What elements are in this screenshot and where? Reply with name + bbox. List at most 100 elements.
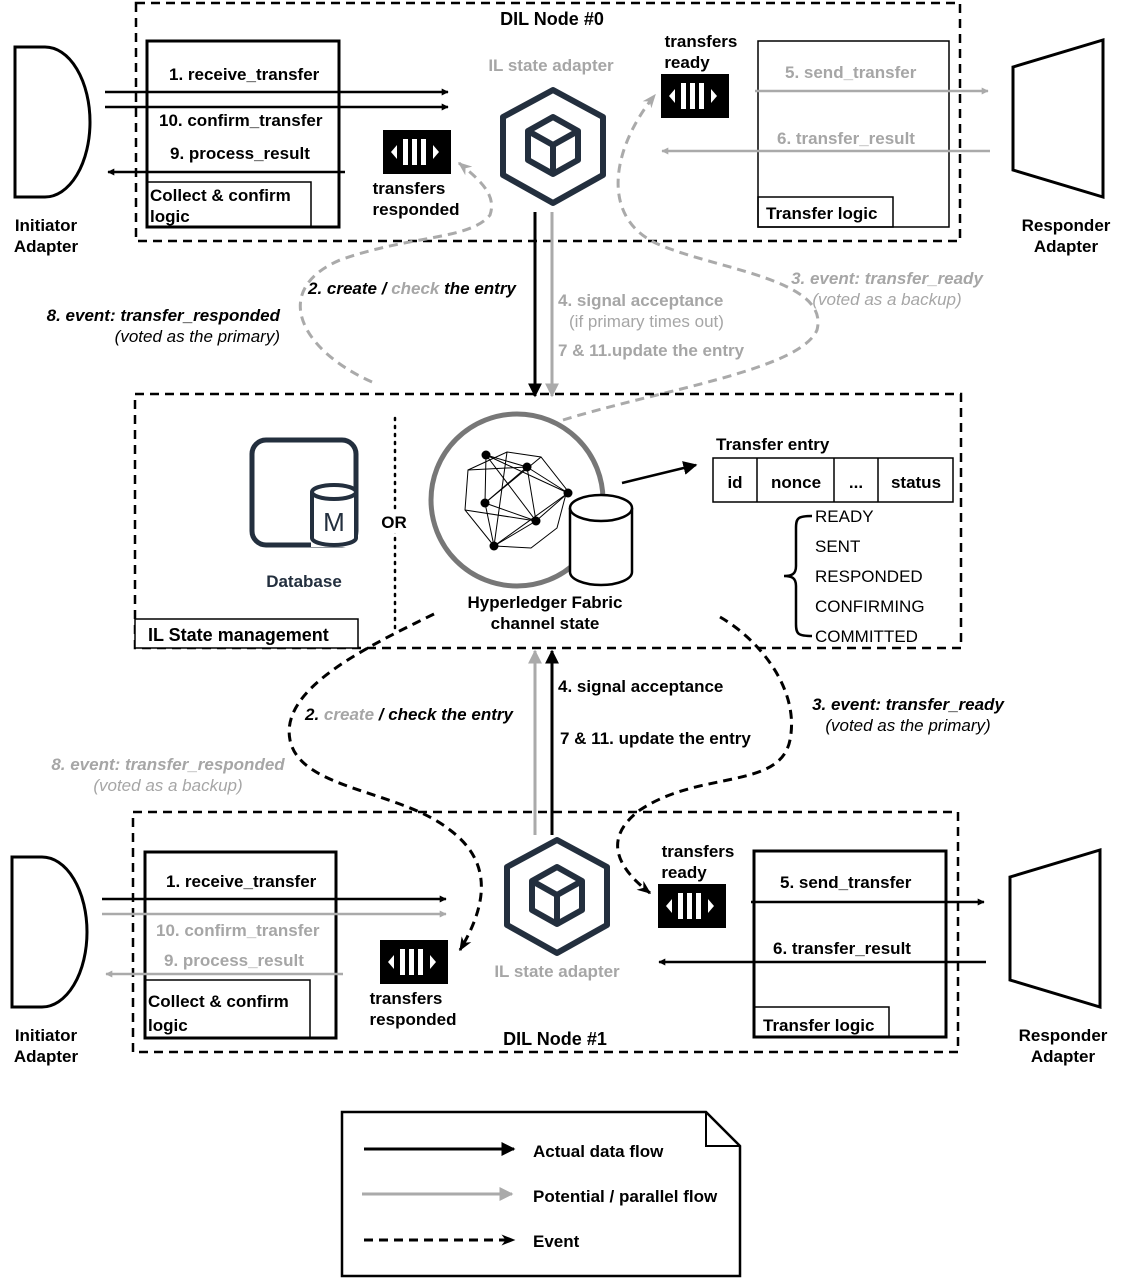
initiator-adapter-0-shape bbox=[13, 45, 92, 199]
state-management-label-box bbox=[134, 618, 359, 649]
queue-icon bbox=[661, 74, 729, 118]
responder-adapter-0-line1: Responder bbox=[1022, 216, 1111, 235]
entry-column-id: id bbox=[727, 473, 742, 492]
responder-adapter-0-shape bbox=[1011, 37, 1105, 200]
create-check-lower-part3: / check the entry bbox=[378, 705, 515, 724]
upper-flows: 2. create / check the entry 4. signal ac… bbox=[47, 93, 984, 422]
event-ready-upper-1: 3. event: transfer_ready bbox=[791, 269, 984, 288]
state-management-boundary bbox=[133, 392, 963, 650]
step-receive-transfer-0: 1. receive_transfer bbox=[169, 65, 320, 84]
queue-ready-1-line2: ready bbox=[661, 863, 707, 882]
entry-column-status: status bbox=[891, 473, 941, 492]
lower-flows: 2. create / check the entry 4. signal ac… bbox=[51, 612, 1005, 952]
transfer-logic-label-box-0 bbox=[757, 196, 894, 228]
create-check-upper-part3: the entry bbox=[444, 279, 517, 298]
status-responded: RESPONDED bbox=[815, 567, 923, 586]
responder-adapter-1-line1: Responder bbox=[1019, 1026, 1108, 1045]
collect-logic-label-box-1 bbox=[144, 979, 311, 1039]
arrow-fabric-to-entry bbox=[621, 461, 698, 485]
step-confirm-transfer-0: 10. confirm_transfer bbox=[159, 111, 323, 130]
queue-icon bbox=[383, 130, 451, 174]
step-process-result-0: 9. process_result bbox=[170, 144, 310, 163]
node-0-boundary bbox=[134, 1, 962, 243]
legend-potential-label: Potential / parallel flow bbox=[533, 1187, 718, 1206]
collect-logic-1-line1: Collect & confirm bbox=[148, 992, 289, 1011]
event-ready-upper-2: (voted as a backup) bbox=[812, 290, 961, 309]
legend-actual-label: Actual data flow bbox=[533, 1142, 664, 1161]
queue-responded-1-line2: responded bbox=[370, 1010, 457, 1029]
legend: Actual data flow Potential / parallel fl… bbox=[340, 1110, 742, 1278]
cube-icon bbox=[504, 837, 610, 956]
step-send-transfer-0: 5. send_transfer bbox=[785, 63, 917, 82]
step-send-transfer-1: 5. send_transfer bbox=[780, 873, 912, 892]
transfer-entry-title: Transfer entry bbox=[716, 435, 830, 454]
collect-logic-0-line1: Collect & confirm bbox=[150, 186, 291, 205]
step-receive-transfer-1: 1. receive_transfer bbox=[166, 872, 317, 891]
legend-note-fold bbox=[705, 1112, 740, 1147]
status-brace bbox=[783, 514, 813, 638]
transfer-logic-1: Transfer logic bbox=[763, 1016, 874, 1035]
create-check-entry-upper: 2. create / check the entry bbox=[307, 279, 517, 298]
initiator-adapter-0-line2: Adapter bbox=[14, 237, 79, 256]
entry-column-ellipsis: ... bbox=[849, 473, 863, 492]
or-label: OR bbox=[381, 513, 407, 532]
signal-acceptance-upper-2: (if primary times out) bbox=[569, 312, 724, 331]
transfer-entry-table: id nonce ... status bbox=[712, 457, 954, 503]
fabric-label-1: Hyperledger Fabric bbox=[468, 593, 623, 612]
collect-logic-1-line2: logic bbox=[148, 1016, 188, 1035]
collect-logic-label-box-0 bbox=[146, 181, 312, 228]
transfer-logic-label-box-1 bbox=[753, 1006, 890, 1038]
collect-logic-0-line2: logic bbox=[150, 207, 190, 226]
update-entry-lower: 7 & 11. update the entry bbox=[560, 729, 751, 748]
dil-node-0: DIL Node #0 Initiator Adapter Collect & … bbox=[13, 1, 1111, 256]
node-1-boundary bbox=[131, 810, 960, 1054]
update-entry-upper: 7 & 11.update the entry bbox=[558, 341, 745, 360]
responder-adapter-1-shape bbox=[1008, 847, 1102, 1010]
queue-ready-0-line2: ready bbox=[664, 53, 710, 72]
create-check-upper-part2: check bbox=[391, 279, 441, 298]
state-management-title: IL State management bbox=[148, 625, 329, 645]
or-label-bg bbox=[378, 511, 412, 533]
status-sent: SENT bbox=[815, 537, 860, 556]
signal-acceptance-lower: 4. signal acceptance bbox=[558, 677, 723, 696]
legend-event-label: Event bbox=[533, 1232, 580, 1251]
fabric-label-2: channel state bbox=[491, 614, 600, 633]
event-transfer-responded-primary-line bbox=[298, 161, 493, 384]
entry-column-nonce: nonce bbox=[771, 473, 821, 492]
queue-responded-0-line1: transfers bbox=[373, 179, 446, 198]
event-responded-upper-2: (voted as the primary) bbox=[115, 327, 280, 346]
queue-ready-0-line1: transfers bbox=[665, 32, 738, 51]
dil-node-1: DIL Node #1 Initiator Adapter Collect & … bbox=[10, 810, 1108, 1066]
responder-adapter-0-line2: Adapter bbox=[1034, 237, 1099, 256]
il-state-management: IL State management M Database OR bbox=[133, 392, 963, 650]
status-confirming: CONFIRMING bbox=[815, 597, 925, 616]
node-0-title: DIL Node #0 bbox=[500, 9, 604, 29]
create-check-lower-part2: create bbox=[324, 705, 374, 724]
initiator-adapter-1-shape bbox=[10, 855, 89, 1009]
event-responded-upper-1: 8. event: transfer_responded bbox=[47, 306, 281, 325]
fabric-network-icon bbox=[428, 411, 634, 589]
event-ready-lower-1: 3. event: transfer_ready bbox=[812, 695, 1005, 714]
signal-acceptance-upper-1: 4. signal acceptance bbox=[558, 291, 723, 310]
initiator-adapter-0-line1: Initiator bbox=[15, 216, 78, 235]
event-responded-lower-2: (voted as a backup) bbox=[93, 776, 242, 795]
status-committed: COMMITTED bbox=[815, 627, 918, 646]
il-state-adapter-1-label: IL state adapter bbox=[494, 962, 620, 981]
event-transfer-responded-lower-line bbox=[287, 612, 483, 952]
event-transfer-ready-backup-line bbox=[562, 93, 820, 422]
event-ready-lower-2: (voted as the primary) bbox=[825, 716, 990, 735]
queue-icon bbox=[658, 884, 726, 928]
create-check-upper-part1: 2. create / bbox=[307, 279, 389, 298]
step-transfer-result-0: 6. transfer_result bbox=[777, 129, 915, 148]
queue-responded-1-line1: transfers bbox=[370, 989, 443, 1008]
transfer-logic-0: Transfer logic bbox=[766, 204, 877, 223]
initiator-adapter-1-line1: Initiator bbox=[15, 1026, 78, 1045]
responder-adapter-1-line2: Adapter bbox=[1031, 1047, 1096, 1066]
il-state-adapter-0-label: IL state adapter bbox=[488, 56, 614, 75]
queue-responded-0-line2: responded bbox=[373, 200, 460, 219]
step-transfer-result-1: 6. transfer_result bbox=[773, 939, 911, 958]
status-ready: READY bbox=[815, 507, 874, 526]
database-icon-letter: M bbox=[323, 507, 345, 537]
